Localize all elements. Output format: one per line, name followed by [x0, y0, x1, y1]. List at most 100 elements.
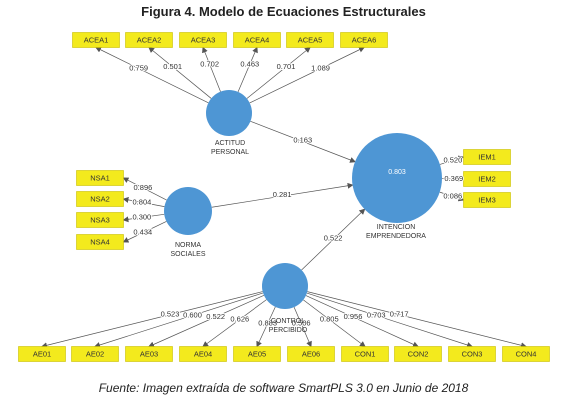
loading-value-con2: 0.956: [344, 312, 363, 321]
indicator-label-acea1: ACEA1: [84, 35, 109, 44]
loading-value-ae02: 0.600: [183, 310, 202, 319]
loading-value-nsa2: 0.804: [133, 197, 152, 206]
loading-arrow-iem3: [439, 191, 465, 202]
construct-circle-intencion: [352, 133, 442, 223]
indicator-box-acea1: [72, 32, 120, 48]
indicator-box-con2: [394, 346, 442, 362]
loading-arrow-ae06: [293, 306, 312, 348]
indicator-box-con1: [341, 346, 389, 362]
loading-arrow-ae04: [202, 299, 267, 348]
construct-label-intencion-line1: INTENCION: [377, 224, 416, 231]
construct-circle-actitud: [206, 90, 252, 136]
indicator-label-con3: CON3: [462, 349, 483, 358]
indicator-label-nsa2: NSA2: [90, 194, 110, 203]
path-arrow-norma-to-intencion: [211, 182, 354, 208]
construct-circle-control: [262, 263, 308, 309]
indicator-label-ae02: AE02: [86, 349, 104, 358]
loading-arrow-ae03: [148, 295, 265, 348]
loading-value-con1: 0.805: [320, 314, 339, 323]
indicator-label-acea4: ACEA4: [245, 35, 270, 44]
figure-title: Figura 4. Modelo de Ecuaciones Estructur…: [141, 4, 426, 19]
path-coefficient-actitud: 0.163: [293, 136, 312, 145]
indicator-box-acea5: [286, 32, 334, 48]
construct-label-intencion-line2: EMPRENDEDORA: [366, 233, 426, 240]
indicator-box-acea4: [233, 32, 281, 48]
loading-value-ae03: 0.522: [206, 312, 225, 321]
indicator-label-iem1: IEM1: [478, 152, 496, 161]
loading-arrow-acea5: [246, 46, 311, 99]
indicator-box-con4: [502, 346, 550, 362]
indicator-box-ae04: [179, 346, 227, 362]
loading-arrow-acea1: [95, 47, 209, 104]
loading-value-ae04: 0.626: [230, 314, 249, 323]
loading-arrow-iem1: [439, 155, 465, 165]
loading-value-acea3: 0.702: [200, 59, 219, 68]
loading-value-con4: 0.717: [390, 310, 409, 319]
indicator-label-ae01: AE01: [33, 349, 51, 358]
loading-value-acea1: 0.759: [129, 64, 148, 73]
loading-arrow-ae05: [256, 306, 276, 348]
path-arrow-control-to-intencion: [301, 208, 366, 271]
construct-label-actitud-line1: ACTITUD: [215, 140, 245, 147]
indicator-box-ae01: [18, 346, 66, 362]
loading-value-iem1: 0.520: [443, 155, 462, 164]
loading-arrow-nsa1: [122, 177, 167, 201]
indicator-box-iem2: [463, 171, 511, 187]
construct-label-control-line2: PERCIBIDO: [269, 327, 308, 334]
indicator-box-iem1: [463, 149, 511, 165]
loading-value-nsa1: 0.896: [134, 183, 153, 192]
indicator-box-nsa2: [76, 191, 124, 207]
indicator-box-iem3: [463, 192, 511, 208]
indicator-label-con4: CON4: [516, 349, 537, 358]
loading-value-ae05: 0.883: [258, 319, 277, 328]
indicator-box-nsa4: [76, 234, 124, 250]
loading-arrow-nsa3: [122, 213, 165, 223]
indicator-label-acea2: ACEA2: [137, 35, 162, 44]
path-coefficient-norma: 0.281: [273, 190, 292, 199]
indicator-label-ae03: AE03: [140, 349, 158, 358]
loading-arrow-nsa4: [122, 221, 167, 243]
indicator-label-nsa1: NSA1: [90, 173, 110, 182]
indicator-label-acea5: ACEA5: [298, 35, 323, 44]
indicator-label-con1: CON1: [355, 349, 376, 358]
indicator-label-acea3: ACEA3: [191, 35, 216, 44]
loading-arrow-ae01: [41, 291, 263, 349]
loading-value-nsa4: 0.434: [133, 228, 152, 237]
loading-arrow-acea4: [237, 46, 258, 92]
indicator-label-nsa3: NSA3: [90, 215, 110, 224]
loading-value-acea2: 0.501: [163, 62, 182, 71]
indicator-label-ae05: AE05: [248, 349, 266, 358]
loading-value-iem2: 0.369: [444, 174, 463, 183]
construct-circle-norma: [164, 187, 212, 235]
loading-value-acea4: 0.463: [240, 59, 259, 68]
loading-arrow-acea2: [148, 46, 212, 99]
loading-value-con3: 0.703: [367, 311, 386, 320]
construct-label-norma-line1: NORMA: [175, 242, 201, 249]
path-coefficient-control: 0.522: [324, 234, 343, 243]
indicator-label-con2: CON2: [408, 349, 429, 358]
loading-value-ae06: 0.506: [292, 319, 311, 328]
indicator-box-acea3: [179, 32, 227, 48]
construct-label-norma-line2: SOCIALES: [170, 251, 205, 258]
indicator-label-iem2: IEM2: [478, 174, 496, 183]
path-arrow-actitud-to-intencion: [250, 120, 356, 163]
construct-label-actitud-line2: PERSONAL: [211, 149, 249, 156]
loading-arrow-acea3: [202, 46, 221, 92]
loading-value-ae01: 0.523: [161, 310, 180, 319]
indicator-box-con3: [448, 346, 496, 362]
loading-arrow-con2: [305, 295, 419, 348]
indicator-label-ae06: AE06: [302, 349, 320, 358]
indicator-box-ae05: [233, 346, 281, 362]
loading-arrow-acea6: [249, 46, 365, 104]
construct-label-control-line1: CONTROL: [271, 318, 305, 325]
loading-arrow-ae02: [94, 292, 264, 348]
loading-value-nsa3: 0.300: [132, 212, 151, 221]
indicator-box-nsa3: [76, 212, 124, 228]
loading-value-acea6: 1.089: [311, 64, 330, 73]
loading-value-iem3: 0.086: [443, 191, 462, 200]
loading-arrow-con1: [303, 299, 366, 348]
indicator-box-ae03: [125, 346, 173, 362]
indicator-box-nsa1: [76, 170, 124, 186]
indicator-label-iem3: IEM3: [478, 195, 496, 204]
indicator-box-acea6: [340, 32, 388, 48]
